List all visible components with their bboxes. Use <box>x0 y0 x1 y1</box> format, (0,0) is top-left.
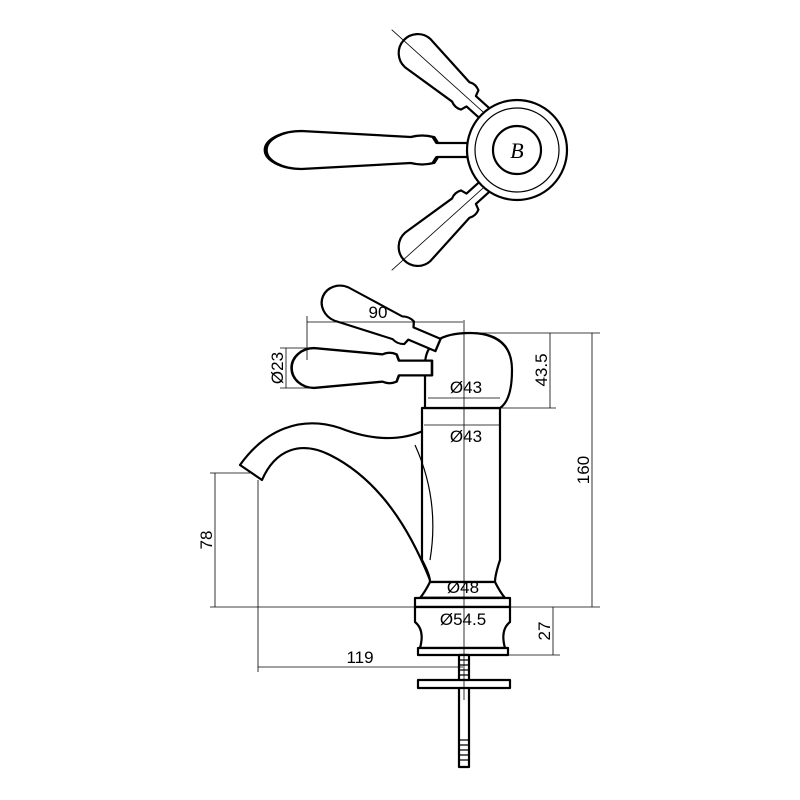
dimension-labels: 90 Ø23 43.5 Ø43 Ø43 160 78 Ø48 Ø54.5 27 … <box>197 303 593 667</box>
spout <box>238 422 432 582</box>
dim-handle-reach: 90 <box>369 303 388 322</box>
top-view: B <box>266 25 569 275</box>
dim-handle-diameter: Ø23 <box>268 352 287 384</box>
logo-cap <box>491 124 543 176</box>
top-handle-lower <box>389 164 506 275</box>
dim-body-diameter: Ø43 <box>450 427 482 446</box>
dim-spout-reach: 119 <box>346 648 373 667</box>
side-view <box>238 278 514 769</box>
dim-head-diameter: Ø43 <box>450 378 482 397</box>
dim-collar-diameter: Ø48 <box>447 578 479 597</box>
dim-head-height: 43.5 <box>532 353 551 386</box>
logo-mark: B <box>510 138 523 163</box>
dim-base-diameter: Ø54.5 <box>440 610 486 629</box>
side-handle-lower <box>290 346 434 390</box>
dim-base-height: 27 <box>535 622 554 641</box>
dimension-lines <box>210 316 600 672</box>
dim-overall-height: 160 <box>574 456 593 484</box>
top-handle-middle <box>266 131 490 169</box>
top-handle-upper <box>389 25 506 136</box>
dim-spout-height: 78 <box>197 531 216 550</box>
